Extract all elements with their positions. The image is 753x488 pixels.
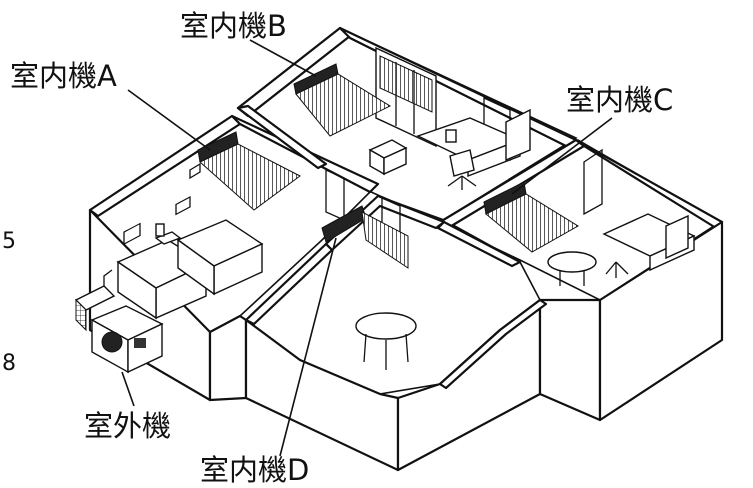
window-room-a-2 — [175, 195, 191, 216]
round-table-room-c — [547, 251, 597, 286]
refrigerant-pipe — [103, 269, 113, 286]
leader-unit-a — [127, 89, 211, 151]
airflow-c — [485, 193, 579, 253]
margin-number-5: 5 — [2, 229, 16, 254]
door-room-c — [583, 148, 603, 216]
exterior-room-a-front — [208, 314, 248, 402]
airflow-a — [199, 143, 301, 211]
desk-room-c — [602, 213, 696, 272]
label-unit-d: 室内機D — [200, 453, 309, 487]
label-unit-b: 室内機B — [180, 9, 287, 43]
chair-room-c — [605, 261, 629, 278]
leader-unit-b — [249, 39, 317, 77]
label-unit-c: 室内機C — [566, 83, 673, 117]
desk-room-b — [416, 108, 531, 178]
wall-hall-slope-right — [438, 298, 548, 390]
wall-partition-hall-right — [436, 220, 522, 268]
exterior-room-c-front — [538, 298, 602, 422]
indoor-unit-d — [321, 205, 409, 269]
leader-lines — [121, 39, 613, 457]
label-outdoor-unit: 室外機 — [84, 409, 171, 443]
airflow-d — [361, 211, 409, 269]
nightstand — [154, 223, 182, 245]
margin-number-8: 8 — [2, 351, 16, 376]
bed-2 — [176, 219, 264, 296]
indoor-unit-b — [293, 63, 392, 137]
bookshelf — [375, 46, 437, 148]
window-room-a-1 — [123, 222, 141, 246]
label-unit-a: 室内機A — [10, 59, 117, 93]
leader-unit-c — [511, 117, 613, 195]
window-room-a-3 — [189, 162, 201, 180]
leader-outdoor — [121, 371, 135, 407]
wall-partition-ab — [236, 104, 328, 170]
outdoor-unit — [74, 269, 164, 374]
leader-unit-d — [279, 237, 337, 457]
round-table-hall — [355, 312, 417, 370]
furniture — [116, 46, 696, 370]
wall-hall-slope-left — [244, 242, 334, 326]
box-room-b — [368, 139, 408, 176]
indoor-unit-c — [483, 181, 579, 253]
airflow-b — [295, 73, 392, 137]
outdoor-unit-grille — [75, 298, 87, 332]
outdoor-condenser-icon — [90, 305, 164, 374]
indoor-unit-a — [197, 131, 301, 211]
chair-room-b — [447, 149, 477, 190]
